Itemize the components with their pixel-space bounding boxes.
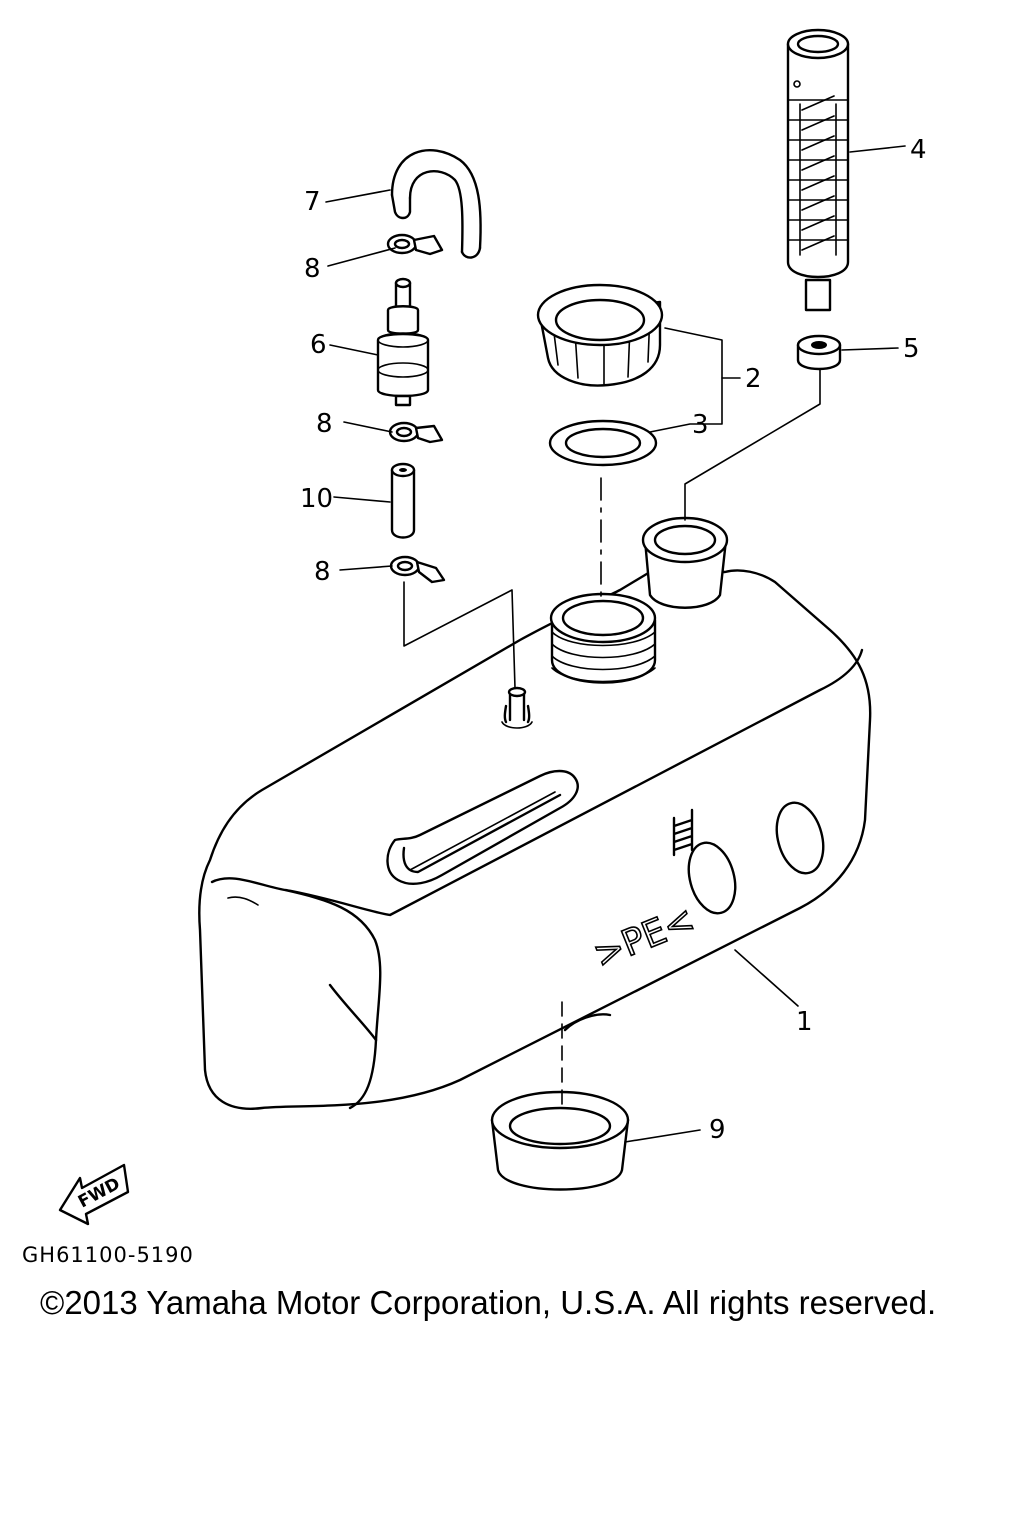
drain-grommet [490,1090,630,1191]
callout-5: 5 [903,334,920,364]
callout-8-bottom: 8 [314,557,331,587]
fuel-filter [376,277,430,407]
callout-6: 6 [310,330,327,360]
assembly-lines [403,369,821,1113]
vent-hose [390,149,482,259]
fuel-outlet-fitting [501,686,533,729]
strainer-grommet [796,334,842,371]
callout-3: 3 [692,410,709,440]
copyright-notice: ©2013 Yamaha Motor Corporation, U.S.A. A… [40,1284,937,1321]
short-fuel-hose [390,462,416,539]
forward-direction-arrow: FWD [58,1163,130,1226]
callout-8-top: 8 [304,254,321,284]
hose-clip-1 [386,233,444,256]
callout-7: 7 [304,187,321,217]
callout-9: 9 [709,1115,726,1145]
filler-cap [536,283,664,387]
callout-1: 1 [796,1007,813,1037]
callout-10: 10 [300,484,333,514]
leader-lines [325,145,906,1143]
callout-8-middle: 8 [316,409,333,439]
filler-neck [549,592,657,684]
cap-gasket [548,419,658,467]
callout-2: 2 [745,364,762,394]
callout-4: 4 [910,135,927,165]
fuel-strainer [786,28,850,312]
hose-clip-3 [389,555,446,584]
diagram-part-code: GH61100-5190 [22,1243,194,1267]
vent-neck [641,516,729,609]
fuel-tank: >PE< [198,569,872,1110]
hose-clip-2 [388,421,444,444]
